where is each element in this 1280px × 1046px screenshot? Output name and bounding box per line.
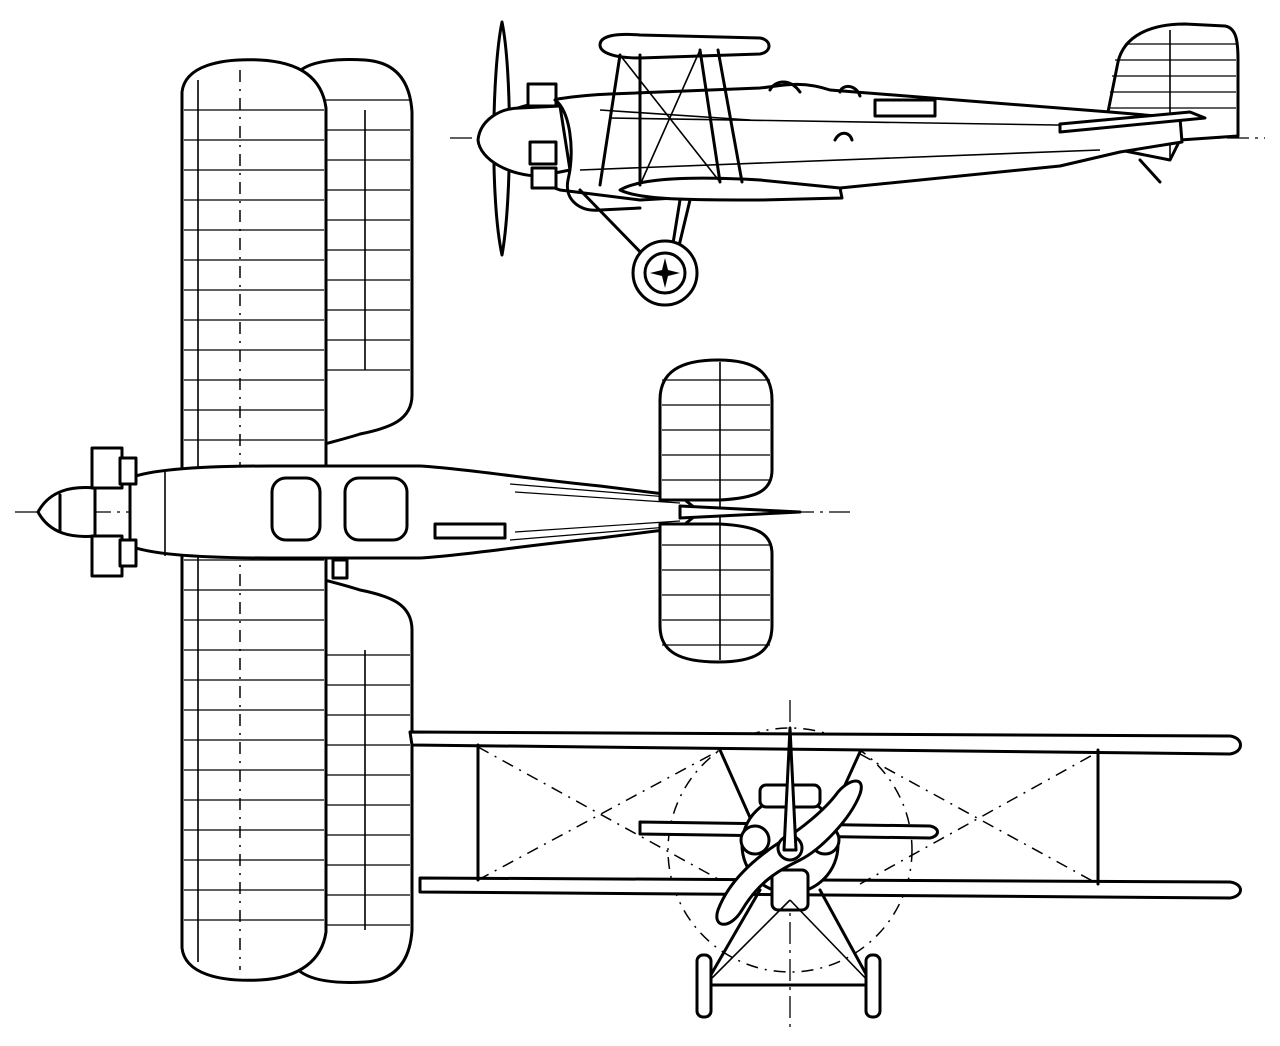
top-view bbox=[15, 58, 850, 984]
plan-cockpit-rear bbox=[343, 476, 409, 542]
plan-tailplane-ribs bbox=[662, 379, 770, 646]
side-tailplane bbox=[1058, 110, 1207, 134]
side-lower-wing bbox=[618, 176, 844, 202]
front-upper-wing bbox=[408, 730, 1242, 756]
front-fin bbox=[782, 726, 798, 852]
engine-cylinder-icon bbox=[526, 82, 558, 190]
plan-lower-wing-ribs bbox=[322, 99, 410, 926]
side-fuselage bbox=[508, 82, 1184, 202]
plan-cockpit-front bbox=[270, 476, 322, 542]
fuselage-longeron-upper bbox=[609, 117, 1121, 127]
front-lower-wing bbox=[418, 876, 1242, 900]
tailskid bbox=[1138, 158, 1162, 184]
fuselage-longeron-lower bbox=[579, 149, 1101, 171]
plan-fuselage bbox=[128, 464, 702, 560]
plan-hatch bbox=[331, 558, 349, 580]
fin-ribs bbox=[1108, 43, 1236, 109]
side-panel bbox=[873, 98, 937, 118]
plan-engine-cylinder-icon bbox=[90, 446, 138, 578]
plan-fuselage-panel bbox=[433, 522, 507, 540]
exhaust-pipe bbox=[553, 98, 642, 212]
propeller-disc bbox=[667, 727, 913, 973]
side-cockpit bbox=[768, 80, 862, 98]
plan-rudder bbox=[678, 504, 802, 520]
side-struts bbox=[598, 48, 751, 187]
plan-tailplane-lower bbox=[658, 522, 774, 664]
side-view bbox=[450, 20, 1265, 307]
front-bracing-wires bbox=[477, 746, 1099, 885]
front-wheel-icon bbox=[695, 953, 882, 1019]
side-upper-wing bbox=[598, 32, 771, 60]
plan-fuselage-stringers bbox=[509, 483, 681, 541]
front-landing-gear bbox=[703, 888, 874, 987]
front-view bbox=[408, 700, 1242, 1030]
wheel-icon bbox=[631, 239, 699, 307]
spinner bbox=[36, 486, 97, 538]
side-vent bbox=[833, 131, 854, 142]
